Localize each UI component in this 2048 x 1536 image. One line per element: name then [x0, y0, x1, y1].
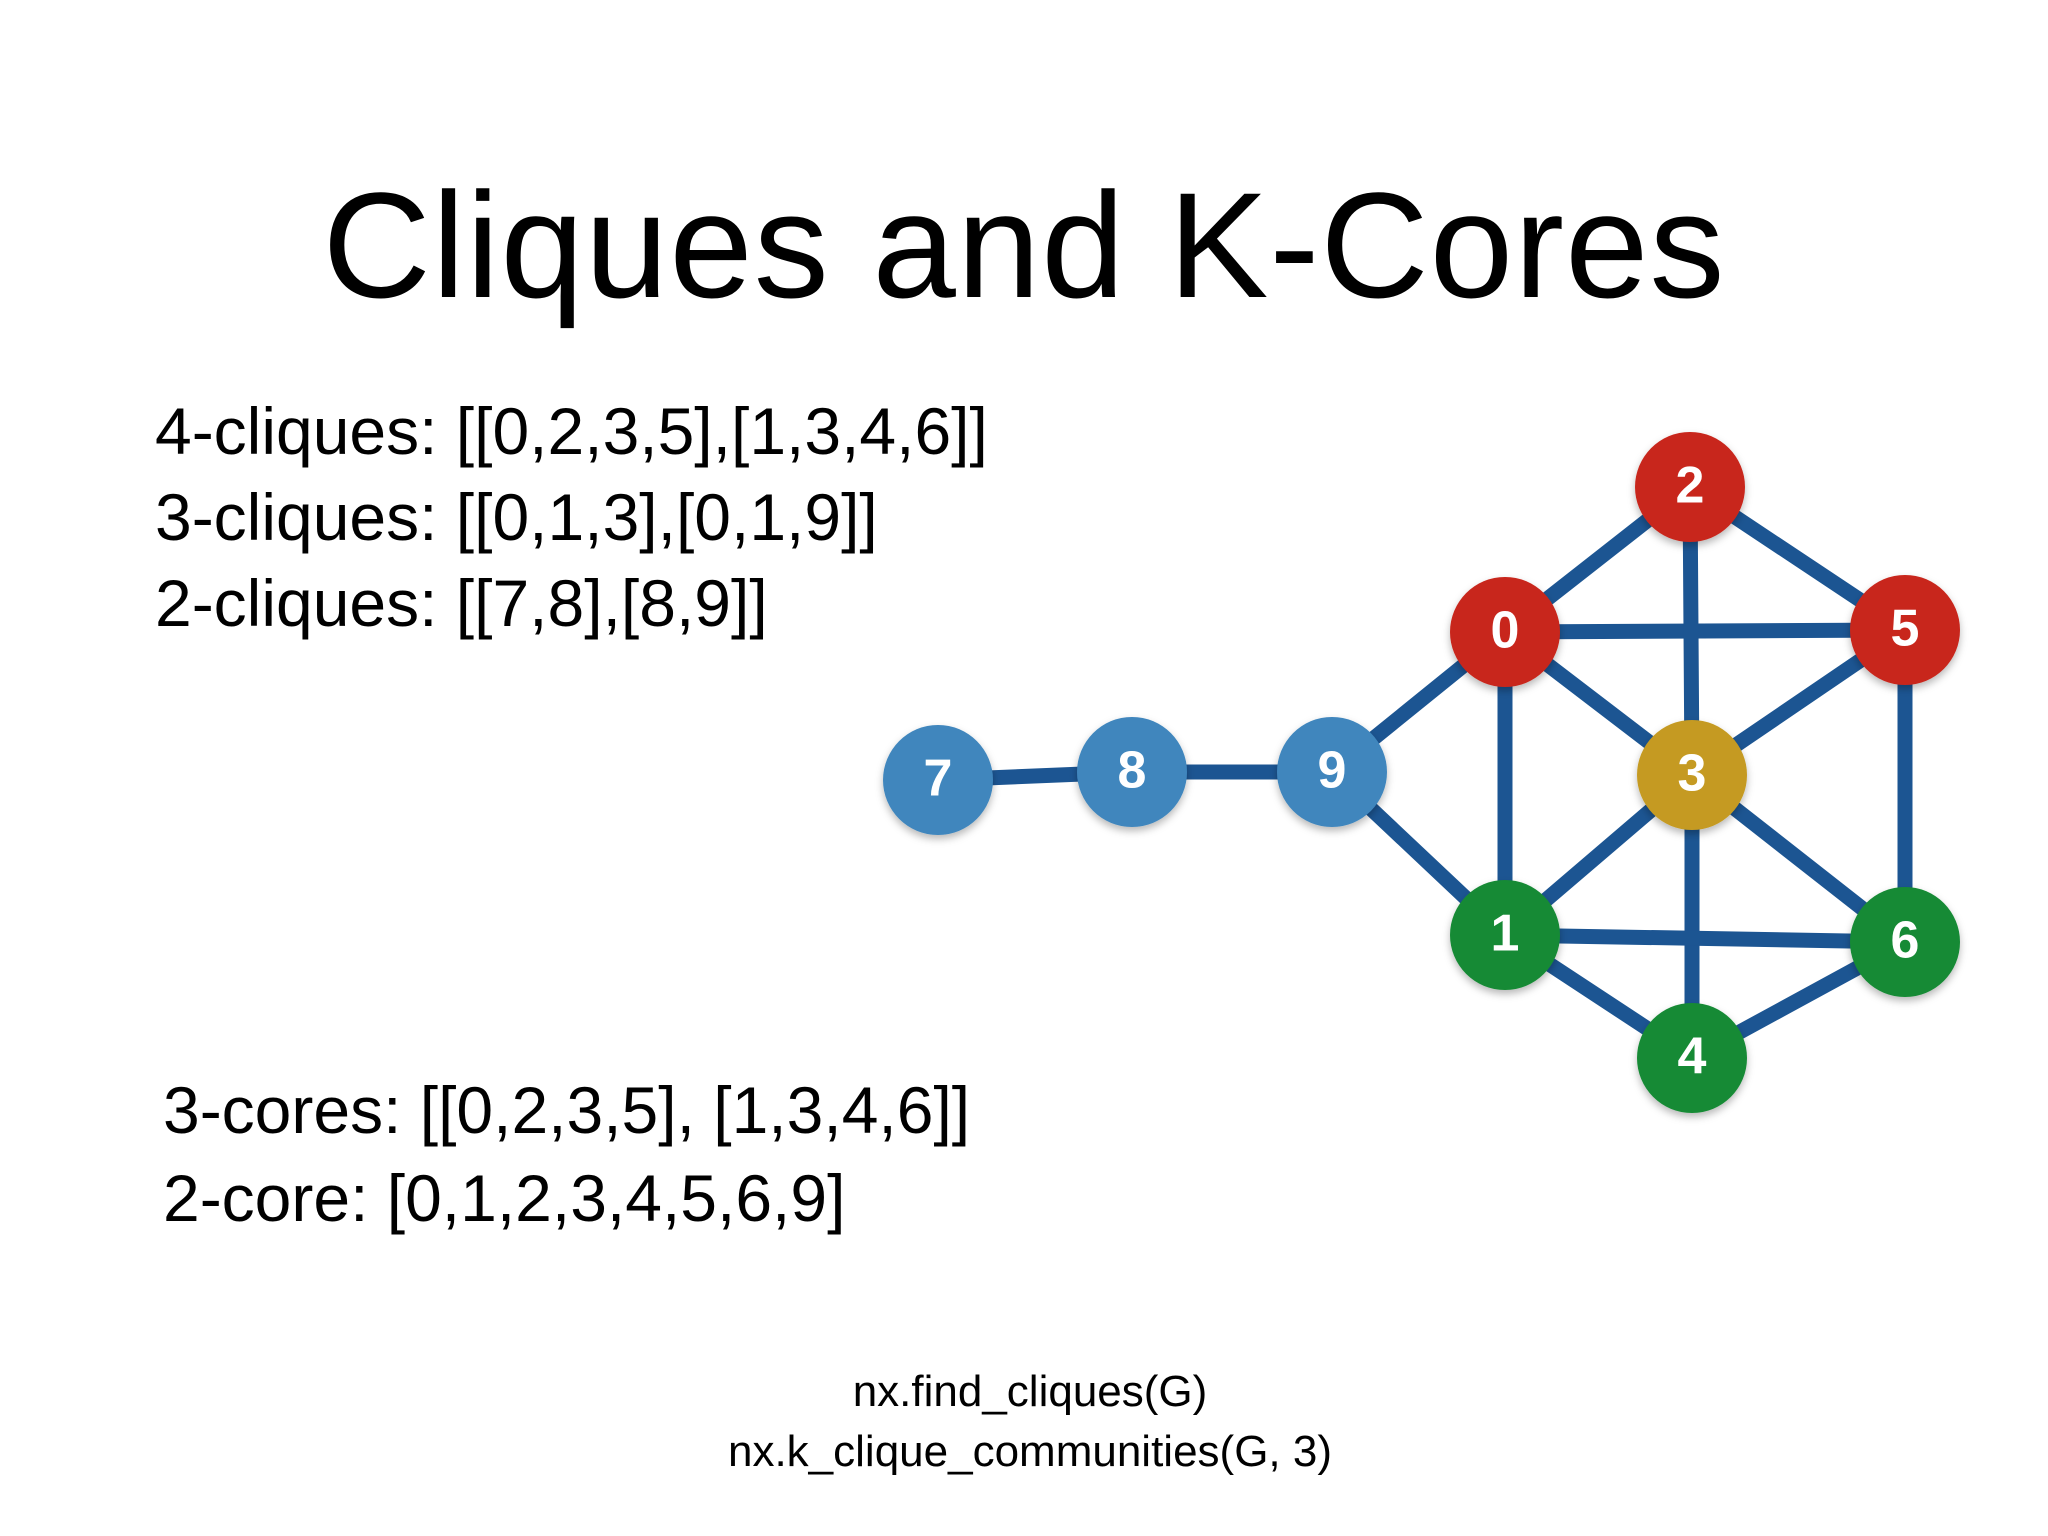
three-cores-text: 3-cores: [[0,2,3,5], [1,3,4,6]]: [163, 1073, 971, 1147]
node-label-3: 3: [1678, 745, 1707, 803]
node-1: 1: [1450, 880, 1560, 990]
edge-1-6: [1497, 927, 1913, 950]
node-6: 6: [1850, 887, 1960, 997]
node-circle-5: [1850, 575, 1960, 685]
node-5: 5: [1850, 575, 1960, 685]
node-circle-7: [883, 725, 993, 835]
node-label-7: 7: [924, 750, 953, 808]
node-8: 8: [1077, 717, 1187, 827]
node-label-0: 0: [1491, 602, 1520, 660]
node-circle-9: [1277, 717, 1387, 827]
node-3: 3: [1637, 720, 1747, 830]
node-circle-0: [1450, 577, 1560, 687]
node-2: 2: [1635, 432, 1745, 542]
node-label-4: 4: [1678, 1028, 1707, 1086]
node-label-9: 9: [1318, 742, 1347, 800]
cliques-list: 4-cliques: [[0,2,3,5],[1,3,4,6]] 3-cliqu…: [155, 388, 988, 646]
cores-list: 3-cores: [[0,2,3,5], [1,3,4,6]] 2-core: …: [163, 1066, 970, 1242]
node-9: 9: [1277, 717, 1387, 827]
node-circle-6: [1850, 887, 1960, 997]
node-label-5: 5: [1891, 600, 1920, 658]
node-circle-2: [1635, 432, 1745, 542]
node-circle-8: [1077, 717, 1187, 827]
two-core-text: 2-core: [0,1,2,3,4,5,6,9]: [163, 1161, 846, 1235]
graph-nodes: 0 2 5 3 1 4 6 7 8 9: [883, 432, 1960, 1113]
node-label-8: 8: [1118, 742, 1147, 800]
four-cliques-text: 4-cliques: [[0,2,3,5],[1,3,4,6]]: [155, 394, 988, 468]
three-cliques-text: 3-cliques: [[0,1,3],[0,1,9]]: [155, 480, 878, 554]
code-line-find-cliques: nx.find_cliques(G): [852, 1367, 1208, 1416]
node-label-6: 6: [1891, 912, 1920, 970]
code-line-k-clique-communities: nx.k_clique_communities(G, 3): [727, 1427, 1332, 1476]
edge-0-5: [1497, 622, 1913, 640]
node-circle-4: [1637, 1003, 1747, 1113]
slide-title: Cliques and K-Cores: [322, 161, 1726, 329]
node-0: 0: [1450, 577, 1560, 687]
node-label-1: 1: [1491, 905, 1520, 963]
node-circle-3: [1637, 720, 1747, 830]
node-7: 7: [883, 725, 993, 835]
node-label-2: 2: [1676, 457, 1705, 515]
two-cliques-text: 2-cliques: [[7,8],[8,9]]: [155, 566, 768, 640]
node-circle-1: [1450, 880, 1560, 990]
node-4: 4: [1637, 1003, 1747, 1113]
code-snippet: nx.find_cliques(G) nx.k_clique_communiti…: [0, 1362, 2048, 1482]
